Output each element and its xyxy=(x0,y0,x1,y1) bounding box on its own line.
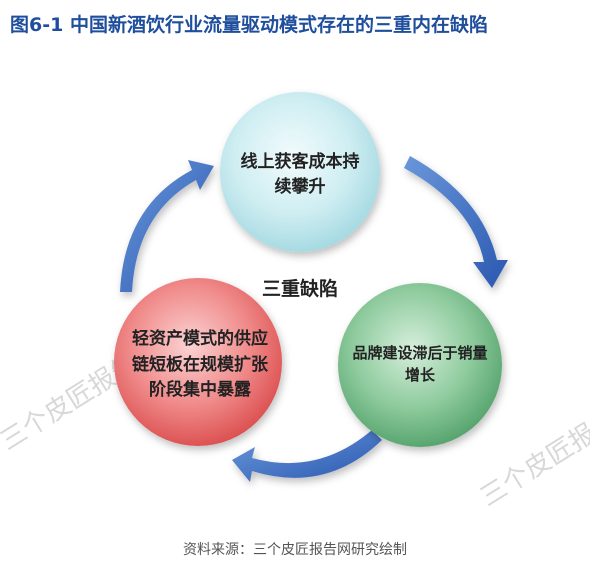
node-top-label: 线上获客成本持 续攀升 xyxy=(232,150,368,199)
node-top-line2: 续攀升 xyxy=(274,176,326,197)
circle-left xyxy=(114,278,282,446)
arrow-right-to-left xyxy=(232,430,382,482)
node-left-line2: 链短板在规模扩张 xyxy=(132,354,268,375)
node-left-line1: 轻资产模式的供应 xyxy=(132,329,268,349)
arrow-left-to-top xyxy=(120,160,214,292)
figure-title: 图6-1 中国新酒饮行业流量驱动模式存在的三重内在缺陷 xyxy=(10,14,488,36)
node-right-line1: 品牌建设滞后于销量 xyxy=(352,344,488,362)
circle-right xyxy=(338,283,502,447)
node-right-line2: 增长 xyxy=(404,365,435,384)
node-left-line3: 阶段集中暴露 xyxy=(149,380,251,400)
node-right-label: 品牌建设滞后于销量 增长 xyxy=(330,343,510,387)
circle-top xyxy=(220,92,380,252)
arrow-top-to-right xyxy=(404,156,508,288)
node-left-label: 轻资产模式的供应 链短板在规模扩张 阶段集中暴露 xyxy=(112,327,288,404)
source-note: 资料来源：三个皮匠报告网研究绘制 xyxy=(183,542,407,558)
node-top-line1: 线上获客成本持 xyxy=(240,152,360,172)
center-label: 三重缺陷 xyxy=(261,278,338,300)
